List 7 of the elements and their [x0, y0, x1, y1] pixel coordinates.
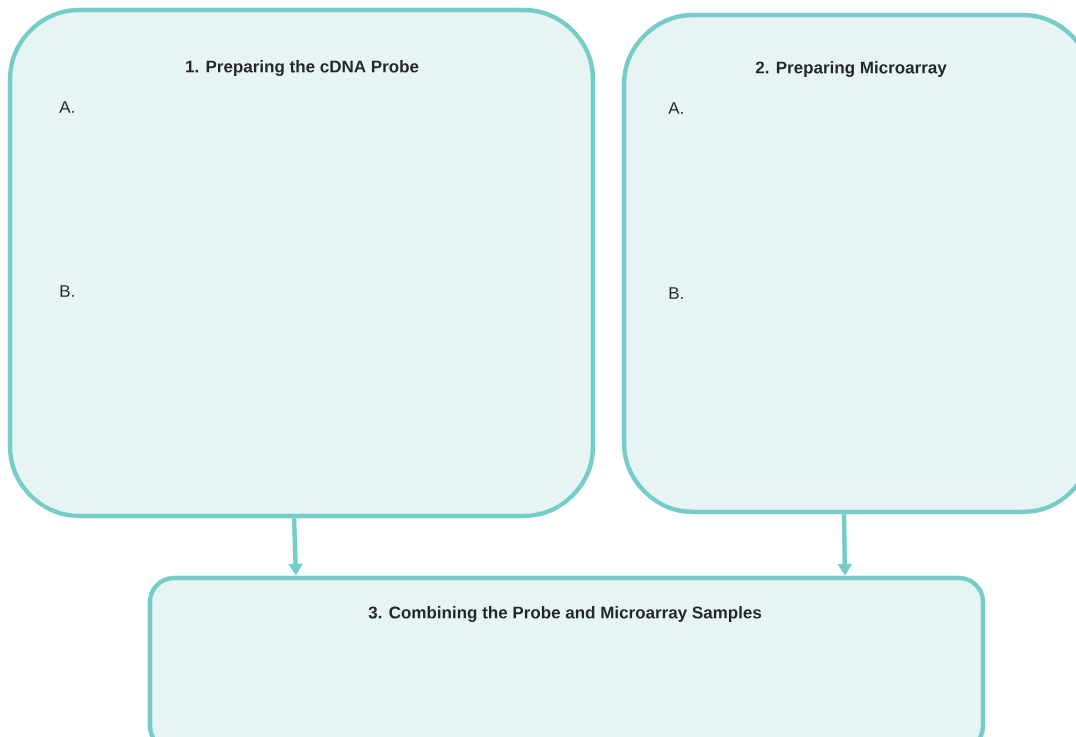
box-heading: 1. Preparing the cDNA Probe	[186, 60, 419, 76]
item-letter: B.	[669, 287, 683, 299]
item-letter: B.	[60, 285, 74, 297]
box-heading: 3. Combining the Probe and Microarray Samples	[368, 606, 762, 622]
item-letter: A.	[59, 101, 74, 113]
box-heading: 2. Preparing Microarray	[755, 61, 947, 77]
item-letter: A.	[668, 102, 683, 114]
